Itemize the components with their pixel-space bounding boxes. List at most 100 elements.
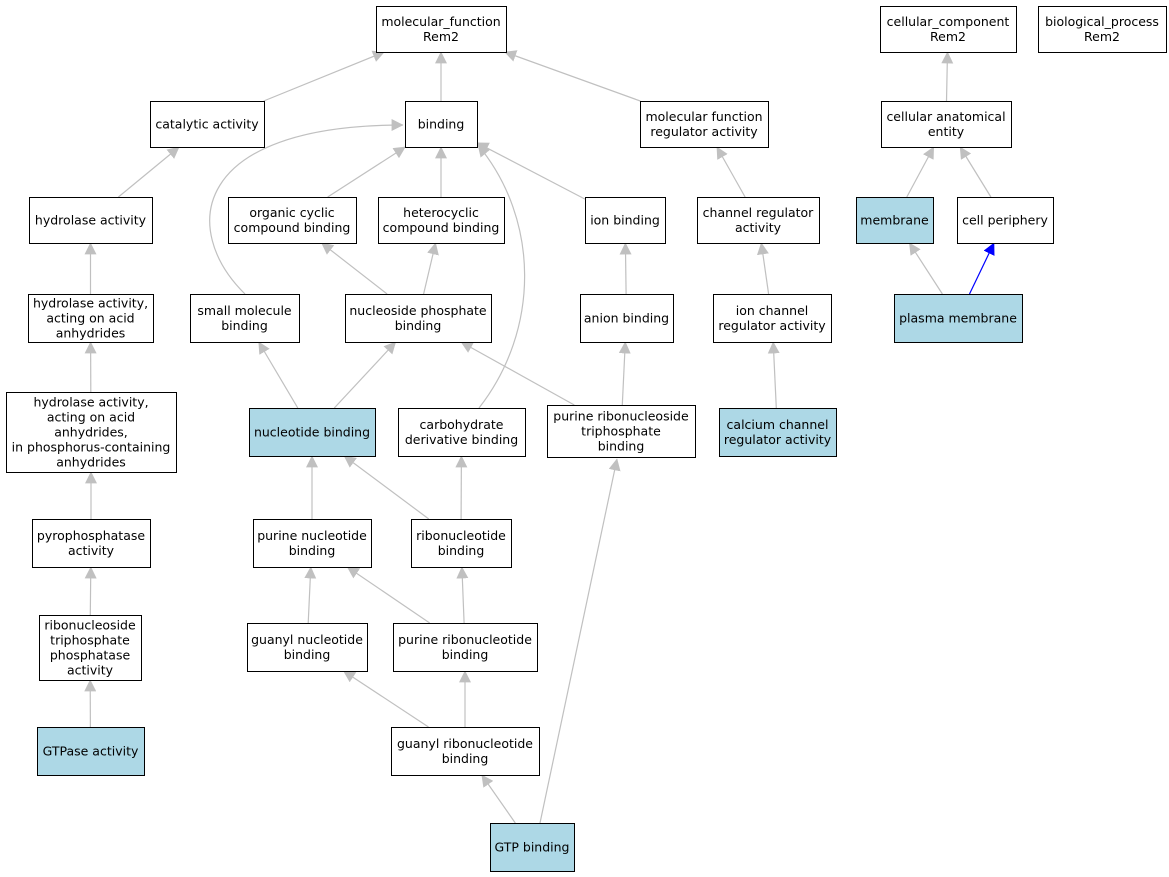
node-box — [228, 197, 357, 244]
node-box — [345, 294, 492, 343]
node-label-line: purine ribonucleotide — [398, 632, 532, 647]
go-term-node-ion[interactable]: ion binding — [585, 197, 666, 244]
node-label-line: organic cyclic — [249, 205, 334, 220]
node-box — [190, 294, 300, 343]
node-box — [547, 405, 696, 458]
edge-membrane-to-cae — [906, 146, 935, 198]
edge-plasma-to-membrane — [908, 242, 943, 295]
node-label-line: purine ribonucleoside — [553, 409, 689, 424]
edge-ionchan-to-chanreg — [756, 242, 770, 295]
go-term-node-cellper[interactable]: cell periphery — [957, 197, 1054, 244]
node-box — [39, 615, 142, 681]
node-label-line: cellular_component — [887, 14, 1010, 29]
node-label-line: ribonucleoside — [44, 618, 136, 633]
node-box — [378, 197, 505, 244]
node-box — [29, 197, 153, 244]
node-label-line: molecular function — [645, 109, 762, 124]
node-label-line: compound binding — [234, 220, 351, 235]
node-label-line: nucleoside phosphate — [349, 303, 487, 318]
edge-catalytic-to-mf — [263, 50, 385, 102]
go-term-node-nucleotide[interactable]: nucleotide binding — [249, 408, 376, 457]
node-label-line: cell periphery — [962, 213, 1048, 228]
edge-nucphos-to-hetcyc — [423, 242, 439, 295]
node-box — [881, 101, 1012, 148]
edge-guanylribo-to-guanyl — [342, 670, 429, 728]
node-box — [249, 408, 376, 457]
node-box — [6, 392, 177, 473]
node-label-line: acting on acid — [46, 311, 134, 326]
node-label-line: Rem2 — [423, 29, 459, 44]
node-label-line: GTPase activity — [43, 744, 139, 759]
node-label-line: anhydrides — [56, 455, 126, 470]
go-term-node-gtpase[interactable]: GTPase activity — [37, 727, 145, 776]
node-label-line: binding — [438, 543, 485, 558]
edge-ribonuc-to-nucleotide — [343, 455, 430, 520]
go-term-node-catalytic[interactable]: catalytic activity — [150, 101, 265, 148]
node-label-line: heterocyclic — [403, 205, 479, 220]
node-label-line: guanyl nucleotide — [251, 632, 363, 647]
go-term-node-ribotri[interactable]: ribonucleosidetriphosphatephosphataseact… — [39, 615, 142, 681]
node-box — [32, 519, 151, 568]
node-box — [405, 101, 478, 148]
edge-smallmol-to-binding — [209, 119, 404, 295]
node-label-line: nucleotide binding — [254, 425, 370, 440]
node-label-line: ion binding — [590, 213, 660, 228]
edge-purtri-to-nucphos — [460, 341, 575, 406]
node-label-line: binding — [395, 318, 442, 333]
node-label-line: activity — [68, 543, 115, 558]
go-term-node-anion[interactable]: anion binding — [580, 294, 674, 343]
node-label-line: small molecule — [197, 303, 292, 318]
node-label-line: anion binding — [584, 311, 669, 326]
node-box — [697, 197, 820, 244]
go-term-node-binding[interactable]: binding — [405, 101, 478, 148]
node-label-line: membrane — [860, 213, 929, 228]
go-term-node-hydrolase[interactable]: hydrolase activity — [29, 197, 153, 244]
go-term-node-plasma[interactable]: plasma membrane — [894, 294, 1023, 343]
node-label-line: regulator activity — [650, 124, 758, 139]
node-box — [411, 519, 512, 568]
node-label-line: entity — [928, 124, 965, 139]
node-label-line: binding — [598, 439, 645, 454]
edge-mfreg-to-mf — [504, 50, 641, 102]
node-box — [393, 623, 538, 672]
node-label-line: triphosphate — [50, 633, 130, 648]
go-term-node-hydphos[interactable]: hydrolase activity,acting on acidanhydri… — [6, 392, 177, 473]
edge-cellper-to-cae — [959, 146, 992, 198]
edge-purribo-to-ribonuc — [456, 566, 469, 624]
edge-plasma-to-cellper — [968, 242, 995, 295]
edge-gtp-to-purtri — [539, 458, 621, 824]
node-label-line: ion channel — [736, 303, 808, 318]
node-box — [150, 101, 265, 148]
go-term-node-membrane[interactable]: membrane — [856, 197, 934, 244]
edge-hydrolase-to-catalytic — [118, 146, 180, 198]
edge-nucphos-to-orgcyc — [321, 242, 388, 295]
go-term-node-hydacid[interactable]: hydrolase activity,acting on acidanhydri… — [28, 294, 154, 343]
edge-purribo-to-purnuc — [346, 566, 431, 624]
edge-nucleotide-to-smallmol — [258, 341, 299, 409]
node-label-line: hydrolase activity, — [33, 296, 148, 311]
edge-anion-to-ion — [619, 242, 632, 295]
go-term-node-gtp[interactable]: GTP binding — [490, 823, 575, 872]
